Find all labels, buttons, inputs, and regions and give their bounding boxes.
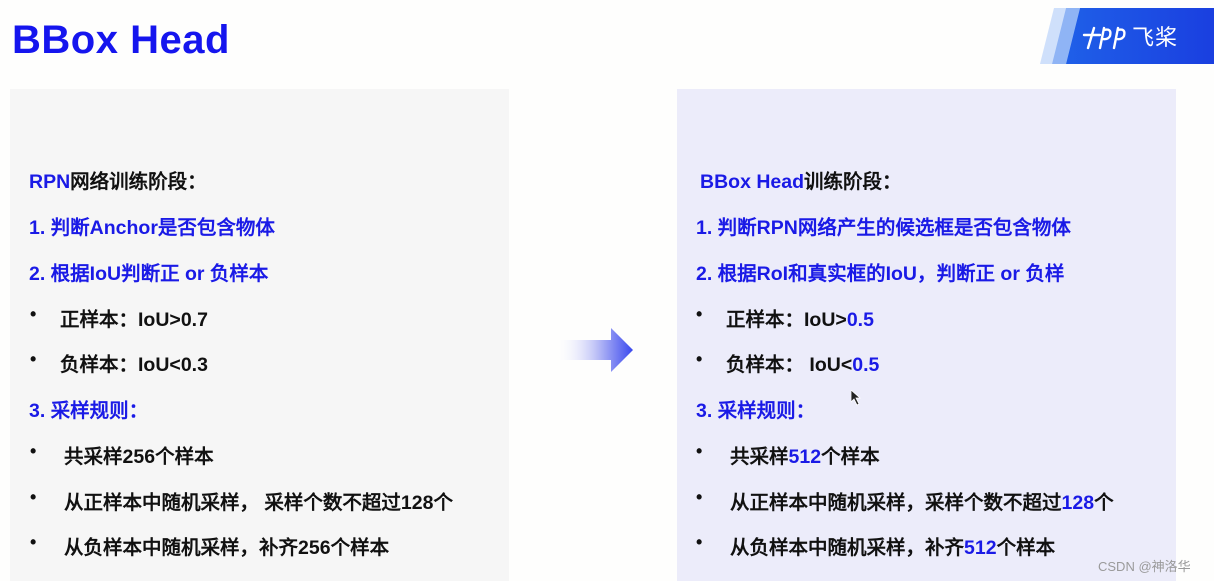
bullet-icon: • — [696, 304, 703, 324]
bbox-item-1: 1. 判断RPN网络产生的候选框是否包含物体 — [696, 217, 1071, 239]
logo-text: 飞桨 — [1132, 25, 1179, 50]
rpn-panel — [10, 89, 509, 581]
bbox-positive-sample: 正样本：IoU>0.5 — [726, 309, 874, 331]
rpn-rule-1: 共采样256个样本 — [64, 446, 214, 468]
bbox-rule-1: 共采样512个样本 — [730, 446, 880, 468]
logo-banner-icon — [1040, 8, 1214, 64]
rpn-positive-sample: 正样本：IoU>0.7 — [60, 309, 208, 331]
slide-title: BBox Head — [12, 18, 230, 62]
bullet-icon: • — [30, 304, 37, 324]
bullet-icon: • — [30, 532, 37, 552]
bbox-heading: BBox Head训练阶段： — [700, 171, 902, 193]
bbox-item-2: 2. 根据RoI和真实框的IoU，判断正 or 负样 — [696, 263, 1065, 285]
mouse-cursor-icon — [851, 390, 862, 406]
bullet-icon: • — [30, 487, 37, 507]
bbox-rule-2: 从正样本中随机采样，采样个数不超过128个 — [730, 492, 1114, 514]
rpn-heading: RPN网络训练阶段： — [29, 171, 207, 193]
bullet-icon: • — [696, 441, 703, 461]
bbox-negative-sample: 负样本： IoU<0.5 — [726, 354, 880, 376]
rpn-negative-sample: 负样本：IoU<0.3 — [60, 354, 208, 376]
bullet-icon: • — [696, 487, 703, 507]
rpn-item-2: 2. 根据IoU判断正 or 负样本 — [29, 263, 269, 285]
bullet-icon: • — [30, 441, 37, 461]
bullet-icon: • — [30, 349, 37, 369]
csdn-watermark: CSDN @神洛华 — [1098, 559, 1191, 574]
bullet-icon: • — [696, 349, 703, 369]
bbox-item-3: 3. 采样规则： — [696, 400, 816, 422]
rpn-rule-2: 从正样本中随机采样， 采样个数不超过128个 — [64, 492, 453, 514]
rpn-rule-3: 从负样本中随机采样，补齐256个样本 — [64, 537, 390, 559]
paddlepaddle-logo: 飞桨 — [1040, 8, 1214, 64]
bbox-head-panel — [677, 89, 1176, 581]
arrow-right-icon — [555, 328, 633, 372]
bullet-icon: • — [696, 532, 703, 552]
rpn-item-1: 1. 判断Anchor是否包含物体 — [29, 217, 275, 239]
bbox-rule-3: 从负样本中随机采样，补齐512个样本 — [730, 537, 1056, 559]
rpn-item-3: 3. 采样规则： — [29, 400, 149, 422]
